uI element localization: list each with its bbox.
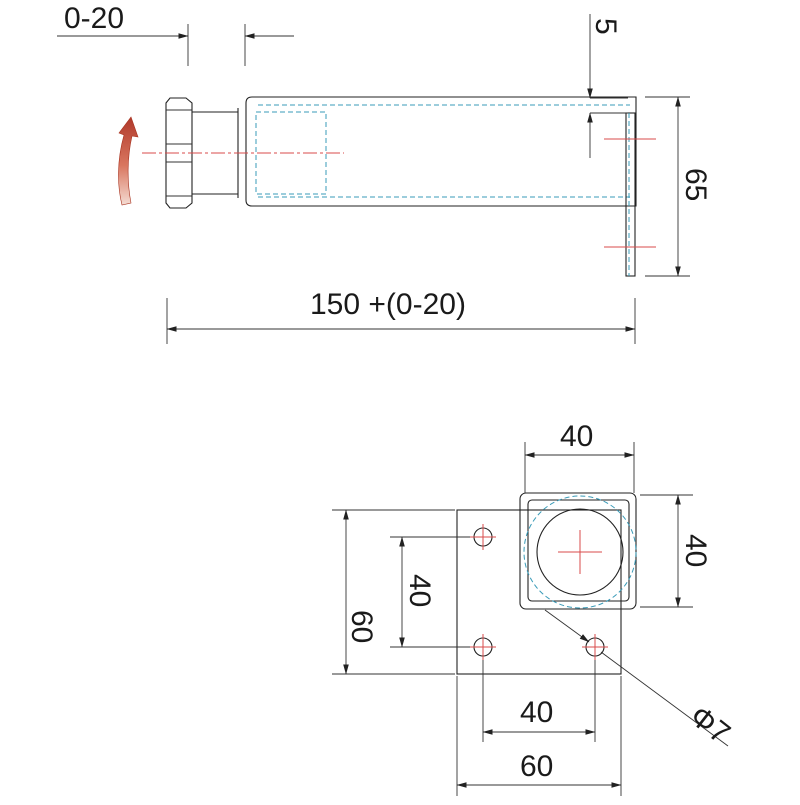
dim-hole-spacing-horizontal-label: 40 [520,696,553,729]
dim-plate-width-label: 60 [520,750,553,783]
dim-hole-diameter-label: Φ7 [684,700,736,751]
dim-height: 65 [645,96,712,277]
mounting-plate-top [456,509,622,675]
dim-plate-height-label: 60 [345,610,378,643]
square-tube [245,96,637,207]
dim-tube-height: 40 [640,494,712,608]
curved-rotation-arrow-icon [118,116,139,206]
dim-hole-diameter: Φ7 [544,609,736,751]
dim-adjust-range-label: 0-20 [64,2,124,35]
dim-tube-width: 40 [524,420,635,493]
dim-adjust-range: 0-20 [57,2,294,66]
dim-plate-thickness: 5 [587,14,628,158]
dim-plate-width: 60 [456,676,622,796]
mounting-hole-bottom-left [470,634,496,660]
dim-length-label: 150 +(0-20) [310,288,466,321]
dim-hole-spacing-vertical-label: 40 [403,574,436,607]
mounting-plate-side [625,112,636,277]
dim-tube-height-label: 40 [679,534,712,567]
dim-plate-height: 60 [332,509,455,675]
dim-plate-thickness-label: 5 [589,18,622,35]
dim-hole-spacing-horizontal: 40 [482,660,596,742]
dim-hole-spacing-vertical: 40 [390,536,470,648]
dim-length: 150 +(0-20) [166,288,636,344]
top-view: 40 40 60 40 40 [332,420,736,796]
square-tube-top [519,492,637,610]
mounting-hole-bottom-right [582,634,608,660]
dim-height-label: 65 [679,168,712,201]
mounting-hole-top-left [470,524,496,550]
dim-tube-width-label: 40 [560,420,593,453]
side-view: 0-20 [57,2,712,344]
